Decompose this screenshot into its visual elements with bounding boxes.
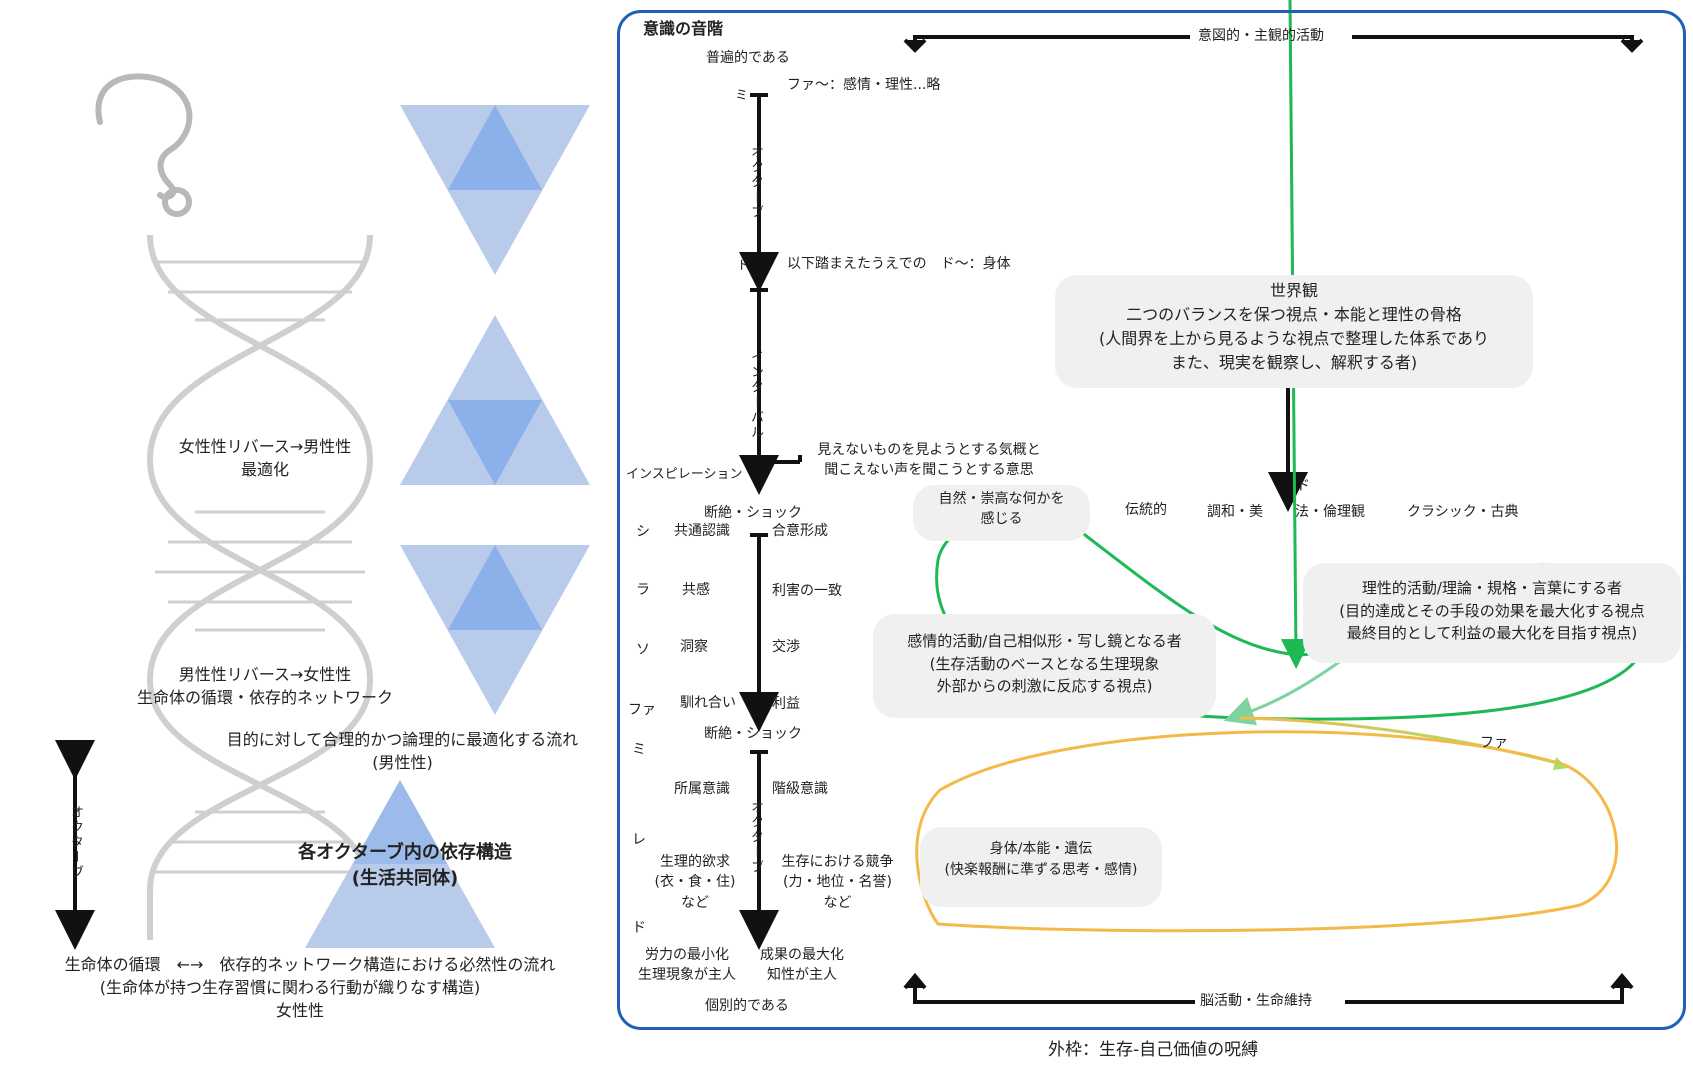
interval-label: インターバル (748, 350, 763, 440)
negotiation: 交渉 (772, 639, 800, 655)
note-si: シ (636, 524, 650, 540)
worldview-box: 世界観二つのバランスを保つ視点・本能と理性の骨格 (人間界を上から見るような視点… (1055, 275, 1533, 388)
profit: 利益 (772, 696, 800, 712)
question-mark-icon (95, 73, 193, 217)
frame-caption: 外枠：生存-自己価値の呪縛 (1048, 1040, 1259, 1060)
mi-top-label: ミ (732, 88, 747, 103)
class-consciousness: 階級意識 (772, 781, 828, 797)
note-la: ラ (636, 582, 650, 598)
note-do: ド (632, 920, 646, 936)
female-reverse-label: 女性性リバース→男性性最適化 (178, 437, 352, 480)
inspiration-note: 見えないものを見ようとする気概と聞こえない声を聞こうとする意思 (817, 442, 1041, 479)
classic-label: クラシック・古典 (1407, 504, 1519, 520)
scale-lines (739, 93, 802, 950)
fa-note: ファ〜：感情・理性...略 (787, 77, 941, 93)
empathy: 共感 (682, 582, 710, 598)
universal-label: 普遍的である (706, 50, 790, 66)
note-fa: ファ (628, 702, 656, 718)
optimization-flow-label: 目的に対して合理的かつ論理的に最適化する流れ(男性性) (226, 730, 579, 773)
harmony-label: 調和・美 (1207, 504, 1263, 520)
rational-box: 理性的活動/理論・規格・言葉にする者(目的達成とその手段の効果を最大化する視点最… (1303, 563, 1681, 663)
shock-1: 断絶・ショック (704, 505, 802, 521)
left-octave-label: オクターブ (68, 805, 83, 880)
do-right-label: ド (1296, 478, 1310, 494)
frame-title: 意識の音階 (643, 19, 724, 38)
result-maximization: 成果の最大化知性が主人 (760, 947, 844, 984)
triangle-group-2 (400, 315, 590, 485)
consensus-building: 合意形成 (772, 523, 828, 539)
note-so: ソ (636, 642, 650, 658)
inspiration-label: インスピレーション (626, 467, 743, 482)
belonging: 所属意識 (674, 781, 730, 797)
do-note: 以下踏まえたうえでの ド〜：身体 (787, 256, 1011, 272)
note-re: レ (632, 832, 646, 848)
shock-2: 断絶・ショック (704, 726, 802, 742)
individual-label: 個別的である (705, 998, 789, 1014)
male-reverse-label: 男性性リバース→女性性生命体の循環・依存的ネットワーク (136, 665, 393, 708)
life-cycle-caption: 生命体の循環 ←→ 依存的ネットワーク構造における必然性の流れ (生命体が持つ生… (64, 955, 556, 1021)
bottom-arrow-label: 脳活動・生命維持 (1200, 993, 1312, 1009)
insight: 洞察 (680, 639, 708, 655)
familiarity: 馴れ合い (680, 695, 736, 711)
fa-right-label: ファ (1480, 735, 1508, 751)
top-activity-arrow (903, 35, 1644, 53)
octave-top-label: オクターブ (748, 145, 763, 220)
nature-box: 自然・崇高な何かを感じる (913, 485, 1090, 541)
triangle-group-4 (305, 780, 495, 948)
dependency-structure-title: 各オクターブ内の依存構造(生活共同体) (298, 842, 512, 890)
triangle-group-3 (400, 545, 590, 715)
body-box: 身体/本能・遺伝(快楽報酬に準ずる思考・感情) (920, 827, 1162, 907)
do-top-label: ド (734, 258, 749, 273)
octave-bottom-label: オクターブ (748, 800, 763, 875)
emotional-box: 感情的活動/自己相似形・写し鏡となる者(生存活動のベースとなる生理現象外部からの… (873, 614, 1216, 718)
law-label: 法・倫理観 (1295, 504, 1365, 520)
survival-competition: 生存における競争(力・地位・名誉)など (781, 854, 894, 911)
note-mi: ミ (632, 742, 646, 758)
top-arrow-label: 意図的・主観的活動 (1198, 28, 1324, 44)
outer-frame (617, 10, 1686, 1030)
traditional-label: 伝統的 (1125, 502, 1167, 518)
dna-helix-icon (146, 234, 374, 940)
orange-loop-curve (915, 730, 1618, 933)
triangle-group-1 (400, 105, 590, 275)
effort-minimization: 労力の最小化生理現象が主人 (638, 947, 736, 984)
bottom-activity-arrow (903, 972, 1634, 1004)
physiological-needs: 生理的欲求(衣・食・住)など (654, 854, 736, 911)
interest-match: 利害の一致 (772, 583, 842, 599)
common-recognition: 共通認識 (674, 523, 730, 539)
